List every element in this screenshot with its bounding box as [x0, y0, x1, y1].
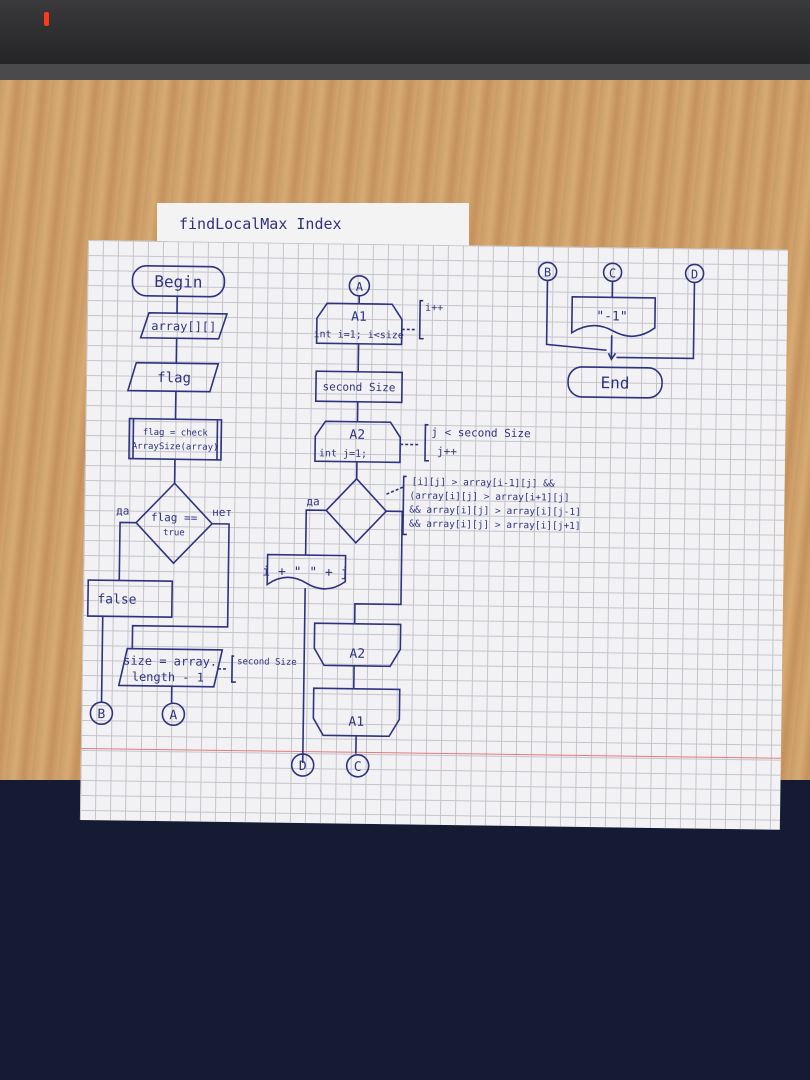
decision-local-max — [325, 477, 388, 544]
note-bracket — [424, 423, 429, 462]
condition-line3: && array[i][j] > array[i][j-1] — [409, 505, 581, 518]
process-flag-line1: flag = check — [143, 428, 209, 439]
connector-b-top — [537, 261, 558, 282]
note-bracket — [418, 299, 424, 340]
title-label: findLocalMax Index — [157, 203, 469, 247]
process-bar — [216, 419, 219, 460]
decision-flag-line2: true — [163, 528, 185, 538]
note-bracket — [231, 655, 236, 683]
connector-d-label: D — [299, 759, 307, 774]
power-led — [44, 12, 49, 26]
begin-label: Begin — [154, 272, 202, 292]
laptop-hinge — [0, 64, 810, 82]
condition-line1: [i][j] > array[i-1][j] && — [412, 477, 555, 490]
output-ij — [266, 553, 347, 590]
process-flag-line2: ArraySize(array) — [132, 442, 219, 453]
connector-d-top-label: D — [691, 267, 698, 281]
arrow-head — [607, 352, 617, 361]
edge-no — [131, 522, 230, 649]
connector-c-top-label: C — [609, 266, 616, 280]
loop-a2-start — [314, 420, 402, 464]
decision-flag — [134, 482, 214, 565]
condition-line2: (array[i][j] > array[i+1][j] — [409, 491, 569, 504]
no-label: нет — [212, 506, 232, 519]
edge-from-b — [545, 280, 607, 352]
note-bracket — [402, 475, 407, 536]
note-i: i++ — [425, 303, 443, 314]
note-j-increment: j++ — [437, 445, 457, 458]
edge-yes-2 — [304, 509, 327, 556]
process-second-size-label: second Size — [322, 380, 395, 394]
connector-b — [89, 701, 114, 726]
condition-line4: && array[i][j] > array[i][j+1] — [409, 519, 581, 532]
note-j-condition: j < second Size — [431, 426, 531, 440]
connector-a-top — [348, 274, 371, 297]
output-false-label: false — [97, 592, 137, 608]
dark-fabric — [0, 780, 810, 1080]
edge-to-d — [301, 588, 306, 764]
loop-a1-end-label: A1 — [348, 715, 364, 730]
decision-flag-line1: flag == — [151, 511, 198, 525]
end-label: End — [600, 373, 629, 392]
loop-a1-end — [312, 687, 401, 738]
process-size — [117, 647, 224, 688]
loop-a2-init: int j=1; — [319, 448, 367, 460]
output-false — [86, 579, 174, 619]
input-flag — [126, 361, 220, 393]
output-ij-label: i + " " + j — [262, 564, 348, 580]
connector-a-top-label: A — [356, 280, 364, 294]
output-minus-one — [570, 295, 657, 337]
note-link — [386, 485, 405, 495]
input-flag-label: flag — [157, 370, 191, 386]
process-flag — [128, 417, 223, 461]
note-size: second Size — [237, 657, 297, 668]
edge-no-2 — [353, 510, 404, 624]
connector-a — [161, 702, 186, 727]
graph-paper-sheet: Begin array[][] flag flag = check ArrayS… — [79, 240, 788, 830]
edge-from-d — [616, 282, 696, 360]
end-terminal — [567, 366, 663, 399]
connector-c-label: C — [354, 760, 362, 775]
input-array — [139, 312, 229, 340]
begin-terminal — [131, 265, 226, 298]
process-bar — [132, 418, 135, 459]
process-size-line1: size = array. — [123, 654, 217, 669]
loop-a2-label: A2 — [349, 428, 365, 443]
connector-a-label: A — [169, 708, 177, 723]
yes-label-2: да — [306, 495, 319, 508]
connector-b-top-label: B — [544, 265, 551, 279]
loop-a1-label: A1 — [351, 310, 367, 325]
flowchart: Begin array[][] flag flag = check ArrayS… — [86, 261, 705, 778]
edge-yes — [118, 521, 137, 581]
connector-d — [290, 753, 315, 777]
connector-b-label: B — [97, 707, 105, 722]
loop-a2-end-label: A2 — [349, 647, 365, 662]
process-size-line2: length - 1 — [132, 670, 204, 685]
output-minus-one-label: "-1" — [596, 309, 628, 324]
edge — [100, 616, 104, 703]
yes-label: да — [116, 504, 129, 517]
loop-a1-start — [315, 302, 403, 346]
loop-a1-init: int i=1; i<size — [313, 329, 403, 341]
input-array-label: array[][] — [151, 319, 216, 334]
connector-c — [345, 754, 370, 778]
loop-a2-end — [313, 622, 402, 668]
process-second-size — [314, 370, 403, 404]
